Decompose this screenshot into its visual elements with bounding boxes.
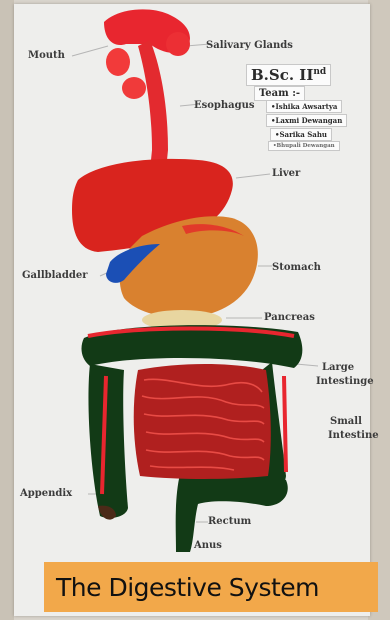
team-member-4: •Bhupali Dewangan <box>268 141 340 151</box>
label-liver: Liver <box>272 168 300 179</box>
team-member-3: •Sarika Sahu <box>270 128 332 141</box>
label-pancreas: Pancreas <box>264 312 315 323</box>
label-small-intestine-1: Small <box>330 416 362 427</box>
label-gallbladder: Gallbladder <box>22 270 88 281</box>
label-stomach: Stomach <box>272 262 321 273</box>
label-esophagus: Esophagus <box>194 100 255 111</box>
team-member-2: •Laxmi Dewangan <box>266 114 347 127</box>
course-text: B.Sc. II <box>251 66 313 84</box>
team-member-1: •Ishika Awsartya <box>266 100 342 113</box>
label-mouth: Mouth <box>28 50 65 61</box>
label-appendix: Appendix <box>20 488 72 499</box>
small-intestine-shape <box>134 364 271 479</box>
esophagus-shape <box>138 40 168 170</box>
team-heading: Team :- <box>259 88 300 99</box>
poster-title: The Digestive System <box>56 573 376 602</box>
course-chip: B.Sc. IInd <box>246 64 331 86</box>
team-heading-chip: Team :- <box>254 86 305 101</box>
label-rectum: Rectum <box>208 516 251 527</box>
label-salivary-glands: Salivary Glands <box>206 40 293 51</box>
label-anus: Anus <box>194 540 222 551</box>
label-large-intestine-1: Large <box>322 362 354 373</box>
label-large-intestine-2: Intestinge <box>316 376 374 387</box>
label-small-intestine-2: Intestine <box>328 430 379 441</box>
course-suffix: nd <box>313 67 326 77</box>
